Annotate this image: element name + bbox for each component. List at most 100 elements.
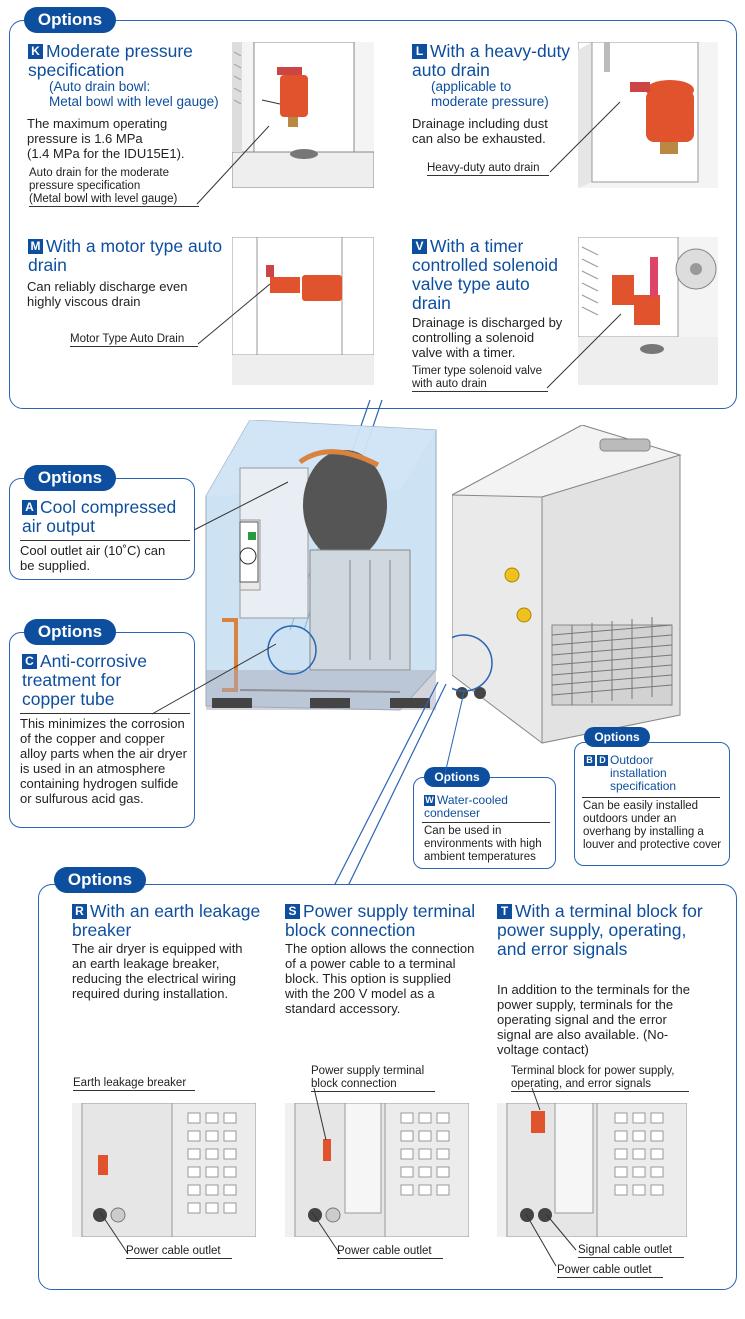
option-s-callout1: Power supply terminal — [311, 1065, 425, 1077]
options-pill-bottom: Options — [54, 867, 146, 893]
option-t-signal-outlet: Signal cable outlet — [578, 1244, 684, 1258]
option-v-desc3: valve with a timer. — [412, 345, 516, 360]
option-l-photo — [578, 42, 718, 188]
option-c-title-text: Anti-corrosive treatment for copper tube — [22, 651, 147, 709]
option-l-leader — [549, 101, 621, 173]
option-k-badge: K — [28, 44, 43, 59]
option-bd-divider — [582, 797, 720, 798]
options-pill-top: Options — [24, 7, 116, 33]
options-pill-a: Options — [24, 465, 116, 491]
option-s-leader-terminal — [313, 1087, 327, 1141]
options-pill-bd: Options — [584, 727, 650, 747]
option-m-desc1: Can reliably discharge even — [27, 279, 188, 294]
option-v-callout2: with auto drain — [412, 378, 548, 392]
option-k-title-text: Moderate pressure specification — [28, 41, 193, 80]
option-c-desc: This minimizes the corrosion of the copp… — [20, 716, 187, 806]
option-w-title-text: Water-cooled condenser — [424, 793, 508, 820]
option-bd-desc: Can be easily installed outdoors under a… — [583, 800, 722, 851]
option-v-photo — [578, 237, 718, 385]
option-w-divider — [422, 822, 550, 823]
option-c-panel — [9, 632, 195, 828]
options-pill-w: Options — [424, 767, 490, 787]
option-t-leader-outlet — [525, 1213, 557, 1267]
option-m-badge: M — [28, 239, 43, 254]
option-t-outlet: Power cable outlet — [557, 1264, 663, 1278]
option-t-callout2: operating, and error signals — [511, 1078, 689, 1092]
option-bd-badge2: D — [597, 755, 608, 766]
option-s-title-text: Power supply terminal block connection — [285, 901, 476, 940]
option-k-sub1: (Auto drain bowl: — [49, 79, 151, 94]
option-v-desc1: Drainage is discharged by — [412, 315, 563, 330]
option-r-outlet: Power cable outlet — [126, 1245, 232, 1259]
option-r-title-text: With an earth leakage breaker — [72, 901, 261, 940]
option-s-desc: The option allows the connection of a po… — [285, 941, 475, 1016]
option-k-callout2: pressure specification — [29, 180, 141, 192]
air-dryer-back-illustration — [452, 425, 692, 745]
option-t-badge: T — [497, 904, 512, 919]
air-dryer-front-illustration — [200, 420, 438, 730]
option-m-callout: Motor Type Auto Drain — [70, 333, 198, 347]
option-l-title-text: With a heavy-duty auto drain — [412, 41, 571, 80]
option-s-outlet: Power cable outlet — [337, 1245, 443, 1259]
option-bd-title-text: Outdoor installation specification — [610, 753, 677, 793]
option-t-leader-terminal — [531, 1087, 541, 1111]
option-s-photo — [285, 1103, 469, 1237]
option-k-sub2: Metal bowl with level gauge) — [49, 94, 219, 109]
option-w-panel — [413, 777, 556, 869]
option-m-desc2: highly viscous drain — [27, 294, 141, 309]
option-t-leader-signal — [545, 1213, 577, 1251]
option-a-leader — [193, 481, 289, 531]
option-m-photo — [232, 237, 374, 385]
option-k-desc1: The maximum operating — [27, 116, 168, 131]
option-t-photo — [497, 1103, 687, 1237]
option-l-sub1: (applicable to — [431, 79, 512, 94]
option-a-badge: A — [22, 500, 37, 515]
options-pill-c: Options — [24, 619, 116, 645]
option-a-title-text: Cool compressed air output — [22, 497, 177, 536]
option-k-callout1: Auto drain for the moderate — [29, 167, 169, 179]
option-t-desc: In addition to the terminals for the pow… — [497, 982, 690, 1057]
option-r-photo — [72, 1103, 256, 1237]
bottom-connector — [333, 681, 447, 887]
option-k-desc3: (1.4 MPa for the IDU15E1). — [27, 146, 185, 161]
option-c-divider — [20, 713, 190, 714]
option-w-desc: Can be used in environments with high am… — [424, 825, 542, 863]
option-t-callout1: Terminal block for power supply, — [511, 1065, 675, 1077]
option-t-title-text: With a terminal block for power supply, … — [497, 901, 703, 959]
option-l-desc1: Drainage including dust — [412, 116, 548, 131]
option-l-desc2: can also be exhausted. — [412, 131, 546, 146]
option-a-panel — [9, 478, 195, 580]
option-w-badge: W — [424, 795, 435, 806]
option-r-callout: Earth leakage breaker — [73, 1077, 195, 1091]
option-m-leader — [197, 283, 271, 345]
option-a-divider — [20, 540, 190, 541]
option-l-sub2: moderate pressure) — [431, 94, 549, 109]
option-m-title-text: With a motor type auto drain — [28, 236, 223, 275]
option-k-callout3: (Metal bowl with level gauge) — [29, 193, 199, 207]
option-c-leader — [151, 643, 277, 715]
option-a-desc1: Cool outlet air (10˚C) can — [20, 543, 166, 558]
option-k-leader — [196, 125, 270, 205]
option-v-badge: V — [412, 239, 427, 254]
option-s-leader-outlet — [311, 1211, 341, 1255]
option-a-desc2: be supplied. — [20, 558, 91, 573]
option-s-callout2: block connection — [311, 1078, 435, 1092]
option-r-desc: The air dryer is equipped with an earth … — [72, 941, 243, 1001]
option-l-badge: L — [412, 44, 427, 59]
option-c-badge: C — [22, 654, 37, 669]
option-v-title-text: With a timer controlled solenoid valve t… — [412, 236, 558, 313]
option-s-badge: S — [285, 904, 300, 919]
option-k-desc2: pressure is 1.6 MPa — [27, 131, 143, 146]
option-k-photo — [232, 42, 374, 188]
option-v-callout1: Timer type solenoid valve — [412, 365, 542, 377]
option-v-desc2: controlling a solenoid — [412, 330, 535, 345]
